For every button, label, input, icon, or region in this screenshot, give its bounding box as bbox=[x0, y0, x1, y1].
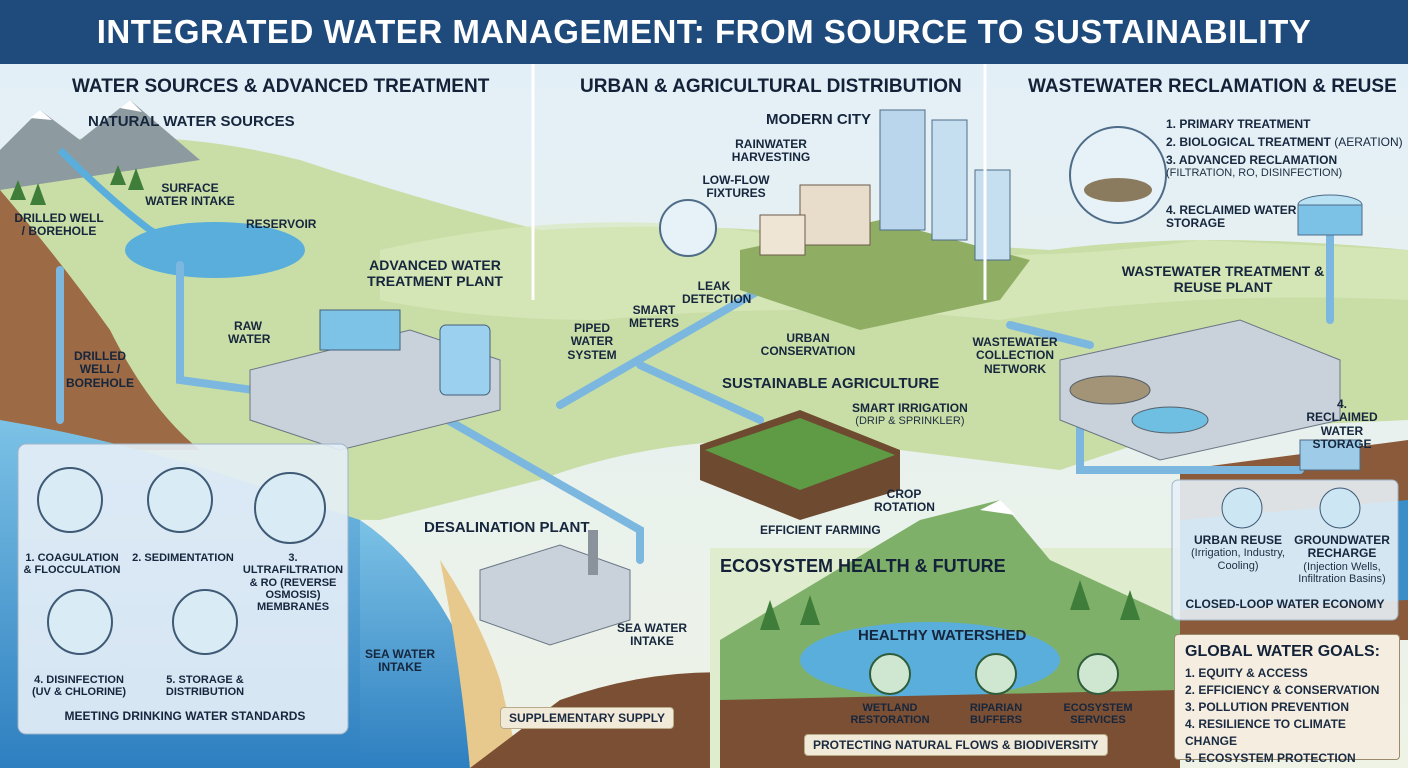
page-title: INTEGRATED WATER MANAGEMENT: FROM SOURCE… bbox=[96, 13, 1312, 50]
sea-intake-right-label: SEA WATER INTAKE bbox=[616, 621, 687, 649]
global-goals-panel: GLOBAL WATER GOALS: 1. EQUITY & ACCESS 2… bbox=[1174, 634, 1400, 765]
step-disinfection-label: 4. DISINFECTION (UV & CHLORINE) bbox=[31, 674, 127, 699]
closed-loop-label: CLOSED-LOOP WATER ECONOMY bbox=[1185, 597, 1385, 611]
riparian-label: RIPARIAN BUFFERS bbox=[969, 702, 1023, 727]
ecosystem-services-label: ECOSYSTEM SERVICES bbox=[1063, 702, 1133, 727]
smart-irrigation-text: SMART IRRIGATION bbox=[852, 401, 968, 415]
goal-item: 2. EFFICIENCY & CONSERVATION bbox=[1185, 683, 1380, 697]
urban-reuse-text: URBAN REUSE bbox=[1193, 533, 1282, 547]
raw-water-label: RAW WATER bbox=[228, 319, 271, 347]
wetland-label: WETLAND RESTORATION bbox=[850, 702, 930, 727]
natural-sources-label: NATURAL WATER SOURCES bbox=[88, 113, 295, 130]
goal-item: 5. ECOSYSTEM PROTECTION bbox=[1185, 751, 1356, 765]
wastewater-plant-label: WASTEWATER TREATMENT & REUSE PLANT bbox=[1121, 263, 1325, 295]
section-sources-title: WATER SOURCES & ADVANCED TREATMENT bbox=[72, 76, 490, 97]
agriculture-title: SUSTAINABLE AGRICULTURE bbox=[722, 375, 940, 392]
smart-irrigation-label: SMART IRRIGATION (DRIP & SPRINKLER) bbox=[852, 401, 968, 428]
reclaim-step-2-sub: (AERATION) bbox=[1334, 135, 1403, 149]
well-label-mid: DRILLED WELL / BOREHOLE bbox=[65, 349, 134, 390]
surface-intake-label: SURFACE WATER INTAKE bbox=[145, 181, 235, 209]
desal-plant-label: DESALINATION PLANT bbox=[424, 519, 590, 536]
treatment-plant-label: ADVANCED WATER TREATMENT PLANT bbox=[367, 257, 503, 289]
smart-meters-label: SMART METERS bbox=[628, 303, 679, 331]
groundwater-recharge-label: GROUNDWATER RECHARGE (Injection Wells, I… bbox=[1288, 533, 1396, 586]
reclaimed-storage-label: 4. RECLAIMED WATER STORAGE bbox=[1306, 397, 1378, 452]
title-bar: INTEGRATED WATER MANAGEMENT: FROM SOURCE… bbox=[0, 0, 1408, 64]
urban-conservation-label: URBAN CONSERVATION bbox=[760, 331, 856, 359]
urban-reuse-label: URBAN REUSE (Irrigation, Industry, Cooli… bbox=[1188, 533, 1288, 572]
reclaim-step-1: 1. PRIMARY TREATMENT bbox=[1166, 117, 1311, 131]
protecting-flows-badge: PROTECTING NATURAL FLOWS & BIODIVERSITY bbox=[804, 734, 1108, 756]
global-goals-list: 1. EQUITY & ACCESS 2. EFFICIENCY & CONSE… bbox=[1185, 665, 1399, 767]
urban-reuse-sub: (Irrigation, Industry, Cooling) bbox=[1191, 547, 1285, 572]
rainwater-label: RAINWATER HARVESTING bbox=[731, 137, 811, 165]
reclaim-step-2: 2. BIOLOGICAL TREATMENT (AERATION) bbox=[1166, 135, 1403, 149]
supplementary-supply-badge: SUPPLEMENTARY SUPPLY bbox=[500, 707, 675, 729]
low-flow-label: LOW-FLOW FIXTURES bbox=[702, 173, 770, 201]
well-label-top: DRILLED WELL / BOREHOLE bbox=[14, 211, 104, 239]
section-distribution-title: URBAN & AGRICULTURAL DISTRIBUTION bbox=[580, 76, 962, 97]
reclaim-step-3-text: 3. ADVANCED RECLAMATION bbox=[1166, 153, 1338, 167]
treatment-footer: MEETING DRINKING WATER STANDARDS bbox=[64, 709, 306, 723]
goal-item: 4. RESILIENCE TO CLIMATE CHANGE bbox=[1185, 717, 1346, 748]
reclaim-step-3-sub: (FILTRATION, RO, DISINFECTION) bbox=[1166, 167, 1343, 180]
crop-rotation-label: CROP ROTATION bbox=[874, 487, 935, 515]
collection-network-label: WASTEWATER COLLECTION NETWORK bbox=[972, 335, 1058, 376]
leak-detection-label: LEAK DETECTION bbox=[682, 279, 752, 307]
goal-item: 1. EQUITY & ACCESS bbox=[1185, 666, 1308, 680]
step-sedimentation-label: 2. SEDIMENTATION bbox=[132, 552, 234, 564]
goal-item: 3. POLLUTION PREVENTION bbox=[1185, 700, 1350, 714]
efficient-farming-label: EFFICIENT FARMING bbox=[760, 523, 881, 537]
healthy-watershed-label: HEALTHY WATERSHED bbox=[858, 627, 1027, 644]
recharge-sub: (Injection Wells, Infiltration Basins) bbox=[1298, 560, 1386, 586]
section-ecosystem-title: ECOSYSTEM HEALTH & FUTURE bbox=[720, 556, 1006, 576]
recharge-text: GROUNDWATER RECHARGE bbox=[1294, 533, 1390, 561]
smart-irrigation-sub: (DRIP & SPRINKLER) bbox=[855, 415, 965, 428]
modern-city-label: MODERN CITY bbox=[766, 111, 871, 128]
reclaim-step-3: 3. ADVANCED RECLAMATION (FILTRATION, RO,… bbox=[1166, 153, 1376, 180]
section-reclamation-title: WASTEWATER RECLAMATION & REUSE bbox=[1028, 76, 1397, 97]
sea-intake-left-label: SEA WATER INTAKE bbox=[364, 647, 435, 675]
piped-system-label: PIPED WATER SYSTEM bbox=[567, 321, 617, 362]
global-goals-title: GLOBAL WATER GOALS: bbox=[1185, 643, 1380, 660]
reclaim-step-4: 4. RECLAIMED WATER STORAGE bbox=[1166, 203, 1297, 231]
reservoir-label: RESERVOIR bbox=[246, 217, 317, 231]
step-storage-label: 5. STORAGE & DISTRIBUTION bbox=[165, 674, 245, 699]
reclaim-step-2-text: 2. BIOLOGICAL TREATMENT bbox=[1166, 135, 1331, 149]
step-membranes-label: 3. ULTRAFILTRATION & RO (REVERSE OSMOSIS… bbox=[242, 552, 344, 614]
step-coagulation-label: 1. COAGULATION & FLOCCULATION bbox=[23, 552, 121, 577]
